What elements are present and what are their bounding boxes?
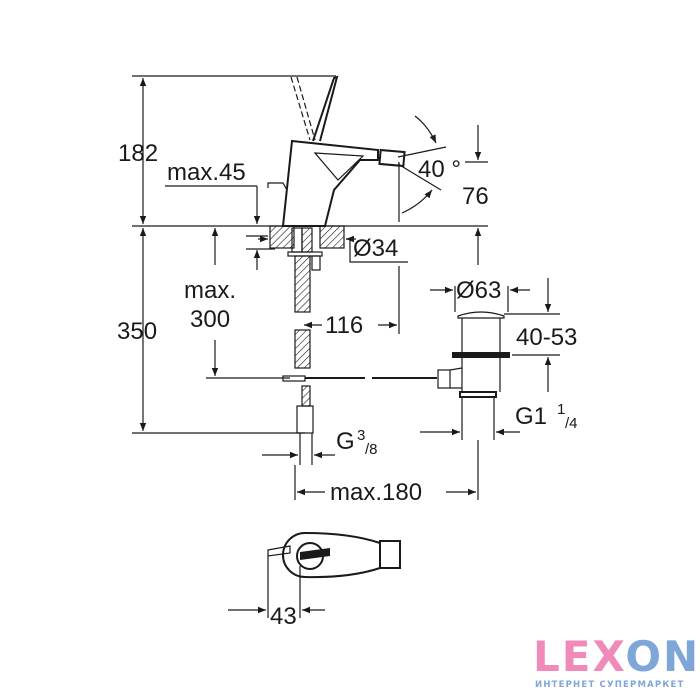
dim-max180: max.180	[330, 479, 422, 506]
dim-43: 43	[270, 603, 297, 630]
dim-thread-hose-sup: 3	[357, 427, 365, 444]
angle-dimension	[397, 115, 447, 222]
drain-assembly	[420, 278, 560, 440]
dim-angle-40: 40 °	[418, 156, 461, 183]
dim-thread-drain: G1	[515, 403, 547, 430]
dim-40-53: 40-53	[516, 324, 577, 351]
spout-height-dimension	[465, 125, 488, 265]
dim-thread-drain-sup: 1	[557, 401, 565, 418]
mounting-section	[258, 225, 408, 465]
max180-dimension	[294, 440, 479, 500]
logo-tagline: ИНТЕРНЕТ СУПЕРМАРКЕТ	[535, 680, 685, 690]
top-view	[228, 531, 401, 618]
lexon-logo: LEXON	[533, 632, 700, 681]
max45-dimension	[165, 185, 275, 270]
dim-thread-hose-sub: /8	[365, 441, 378, 458]
faucet-body	[267, 75, 406, 227]
max300-dimension	[206, 228, 290, 379]
dim-thread-drain-sub: /4	[565, 415, 578, 432]
dim-max-label: max.	[184, 277, 236, 304]
dim-116: 116	[325, 312, 363, 339]
dim-350: 350	[117, 318, 157, 345]
reference-lines	[132, 75, 488, 434]
dim-diameter-34: Ø34	[353, 235, 398, 262]
dim-300: 300	[190, 306, 230, 333]
dim-182: 182	[118, 140, 158, 167]
dim-max45: max.45	[167, 159, 246, 186]
spout-reach-dimension	[304, 266, 400, 334]
dim-diameter-63: Ø63	[456, 277, 501, 304]
popup-rod	[282, 375, 437, 382]
dim-thread-hose: G	[336, 428, 355, 455]
dim-76: 76	[462, 183, 489, 210]
